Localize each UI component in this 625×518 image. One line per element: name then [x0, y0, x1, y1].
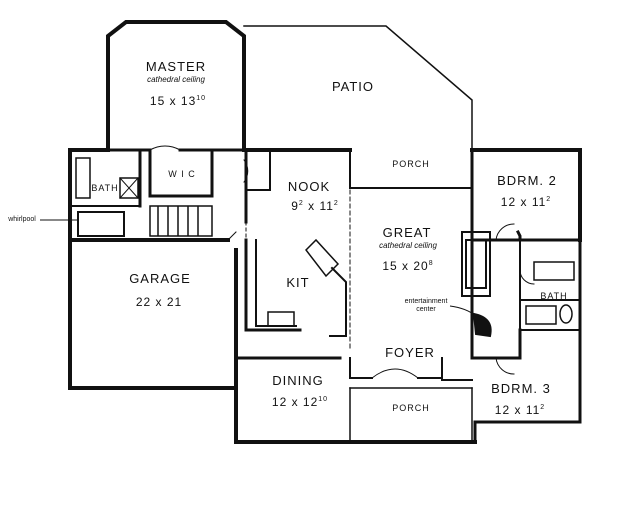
patio-label: PATIO — [331, 79, 375, 94]
wall-bdrm3-top — [470, 328, 522, 360]
great-dim-sup: 8 — [428, 260, 434, 267]
wall-porch-bottom — [349, 387, 473, 443]
door-garage — [227, 231, 237, 241]
range — [267, 311, 295, 327]
bdrm3-label: BDRM. 3 — [491, 381, 551, 396]
great-dim-main: 15 x 20 — [382, 259, 429, 273]
nook-dim-b: x 11 — [303, 199, 334, 213]
wic-label: W I C — [168, 169, 196, 179]
dining-dim-main: 12 x 12 — [271, 395, 319, 409]
vanity-bath1 — [75, 157, 91, 199]
shower-bath1-x — [119, 177, 139, 199]
dining-label: DINING — [272, 373, 324, 388]
nook-dim-a-sup: 2 — [298, 200, 304, 207]
shower-bath1 — [119, 177, 139, 199]
entertainment-callout: entertainment center — [404, 298, 448, 314]
door-patio — [243, 159, 249, 183]
bath2-label: BATH — [540, 291, 568, 301]
master-label: MASTER — [145, 59, 207, 74]
entertainment-leader — [449, 305, 477, 317]
great-note: cathedral ceiling — [379, 241, 437, 250]
wall-foyer — [349, 357, 473, 381]
door-bdrm2 — [495, 223, 515, 241]
bdrm3-dim-sup: 2 — [540, 404, 546, 411]
door-master — [149, 145, 181, 151]
nook-dim: 92 x 112 — [280, 200, 350, 212]
great-label: GREAT — [382, 225, 432, 240]
wall-wic — [148, 148, 214, 198]
door-bath2 — [519, 269, 535, 285]
wall-closet-stack — [149, 205, 213, 237]
bdrm2-dim: 12 x 112 — [494, 196, 558, 208]
garage-label: GARAGE — [129, 271, 191, 286]
bath1-label: BATH — [91, 183, 119, 193]
bdrm3-dim-main: 12 x 11 — [494, 403, 541, 417]
great-dim: 15 x 208 — [370, 260, 446, 272]
porch-top-label: PORCH — [392, 159, 430, 169]
wall-bath-tub — [69, 205, 141, 237]
kitchen-island — [305, 238, 340, 278]
patio-outline — [243, 25, 473, 149]
foyer-label: FOYER — [385, 345, 435, 360]
entertainment-center-shape — [472, 312, 492, 338]
whirlpool-callout: whirlpool — [8, 216, 36, 223]
garage-dim: 22 x 21 — [135, 295, 183, 309]
dining-dim: 12 x 1210 — [262, 396, 338, 408]
nook-label: NOOK — [287, 179, 331, 194]
bdrm2-dim-main: 12 x 11 — [500, 195, 547, 209]
nook-dim-a: 9 — [291, 199, 299, 213]
door-bdrm3 — [495, 357, 515, 375]
exterior-wall-left-bath — [68, 148, 110, 242]
master-dim-main: 15 x 13 — [149, 94, 197, 108]
exterior-wall-bdrm2 — [473, 148, 582, 242]
fireplace — [461, 231, 491, 297]
kit-label: KIT — [286, 275, 310, 290]
master-note: cathedral ceiling — [147, 75, 205, 84]
toilet-bath2 — [559, 304, 573, 324]
porch-bottom-label: PORCH — [392, 403, 430, 413]
door-foyer — [371, 368, 419, 379]
wall-bath2 — [519, 239, 581, 331]
vanity-bath2 — [525, 305, 557, 325]
wall-porch-top — [349, 149, 473, 189]
bdrm2-label: BDRM. 2 — [497, 173, 557, 188]
master-dim: 15 x 1310 — [138, 95, 218, 107]
bdrm2-dim-sup: 2 — [546, 196, 552, 203]
counter-right — [329, 266, 347, 337]
master-dim-sup: 10 — [196, 95, 207, 102]
nook-dim-b-sup: 2 — [333, 200, 339, 207]
bdrm3-dim: 12 x 112 — [488, 404, 552, 416]
exterior-wall-master — [106, 20, 246, 152]
dining-dim-sup: 10 — [318, 396, 329, 403]
tub-bath2 — [533, 261, 575, 281]
wall-pantry — [245, 149, 271, 191]
